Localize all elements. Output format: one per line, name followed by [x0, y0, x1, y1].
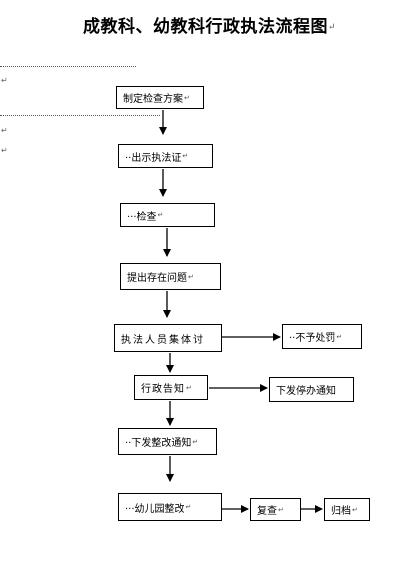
step-no-penalty: ··不予处罚↵	[282, 324, 362, 349]
step-kindergarten-rectify-label: ···幼儿园整改	[125, 503, 185, 515]
step-inspect: ···检查↵	[120, 203, 215, 227]
paragraph-mark: ↵	[327, 22, 337, 33]
step-collective-discussion-label: 执法人员集体讨	[121, 334, 205, 346]
paragraph-mark: ↵	[185, 503, 192, 511]
step-review-label: 复查	[257, 506, 277, 517]
step-admin-notice: 行政告知↵	[134, 375, 208, 400]
step-plan: 制定检查方案↵	[116, 86, 204, 109]
dotted-guide-line-1	[0, 66, 136, 67]
step-plan-label: 制定检查方案	[123, 94, 183, 105]
step-review: 复查↵	[250, 498, 301, 521]
paragraph-mark: ↵	[278, 505, 284, 514]
title-text: 成教科、幼教科行政执法流程图	[82, 17, 328, 37]
step-raise-issues-label: 提出存在问题	[127, 273, 187, 284]
step-archive: 归档↵	[324, 498, 370, 521]
margin-mark-1: ↵	[1, 76, 8, 85]
paragraph-mark: ↵	[188, 272, 194, 281]
step-rectify-notice: ··下发整改通知↵	[118, 428, 217, 455]
step-kindergarten-rectify: ···幼儿园整改↵	[118, 493, 222, 521]
margin-mark-3: ↵	[1, 146, 8, 155]
paragraph-mark: ↵	[352, 505, 358, 514]
step-admin-notice-label: 行政告知	[141, 384, 185, 395]
step-show-cert: ··出示执法证↵	[118, 144, 213, 168]
paragraph-mark: ↵	[192, 437, 199, 446]
paragraph-mark: ↵	[336, 332, 343, 341]
step-no-penalty-label: ··不予处罚	[289, 333, 336, 344]
paragraph-mark: ↵	[157, 211, 164, 219]
page-title: 成教科、幼教科行政执法流程图↵	[0, 12, 419, 37]
margin-mark-2: ↵	[1, 126, 8, 135]
step-show-cert-label: ··出示执法证	[125, 152, 182, 164]
step-archive-label: 归档	[331, 506, 351, 517]
step-rectify-notice-label: ··下发整改通知	[125, 438, 192, 449]
step-collective-discussion: 执法人员集体讨	[114, 324, 222, 352]
dotted-guide-line-2	[0, 115, 160, 116]
step-inspect-label: ···检查	[127, 211, 157, 223]
step-stop-order-label: 下发停办通知	[276, 386, 336, 397]
paragraph-mark: ↵	[182, 152, 189, 160]
step-stop-order: 下发停办通知	[269, 377, 354, 402]
step-raise-issues: 提出存在问题↵	[120, 263, 221, 290]
paragraph-mark: ↵	[186, 383, 193, 392]
paragraph-mark: ↵	[184, 93, 190, 102]
